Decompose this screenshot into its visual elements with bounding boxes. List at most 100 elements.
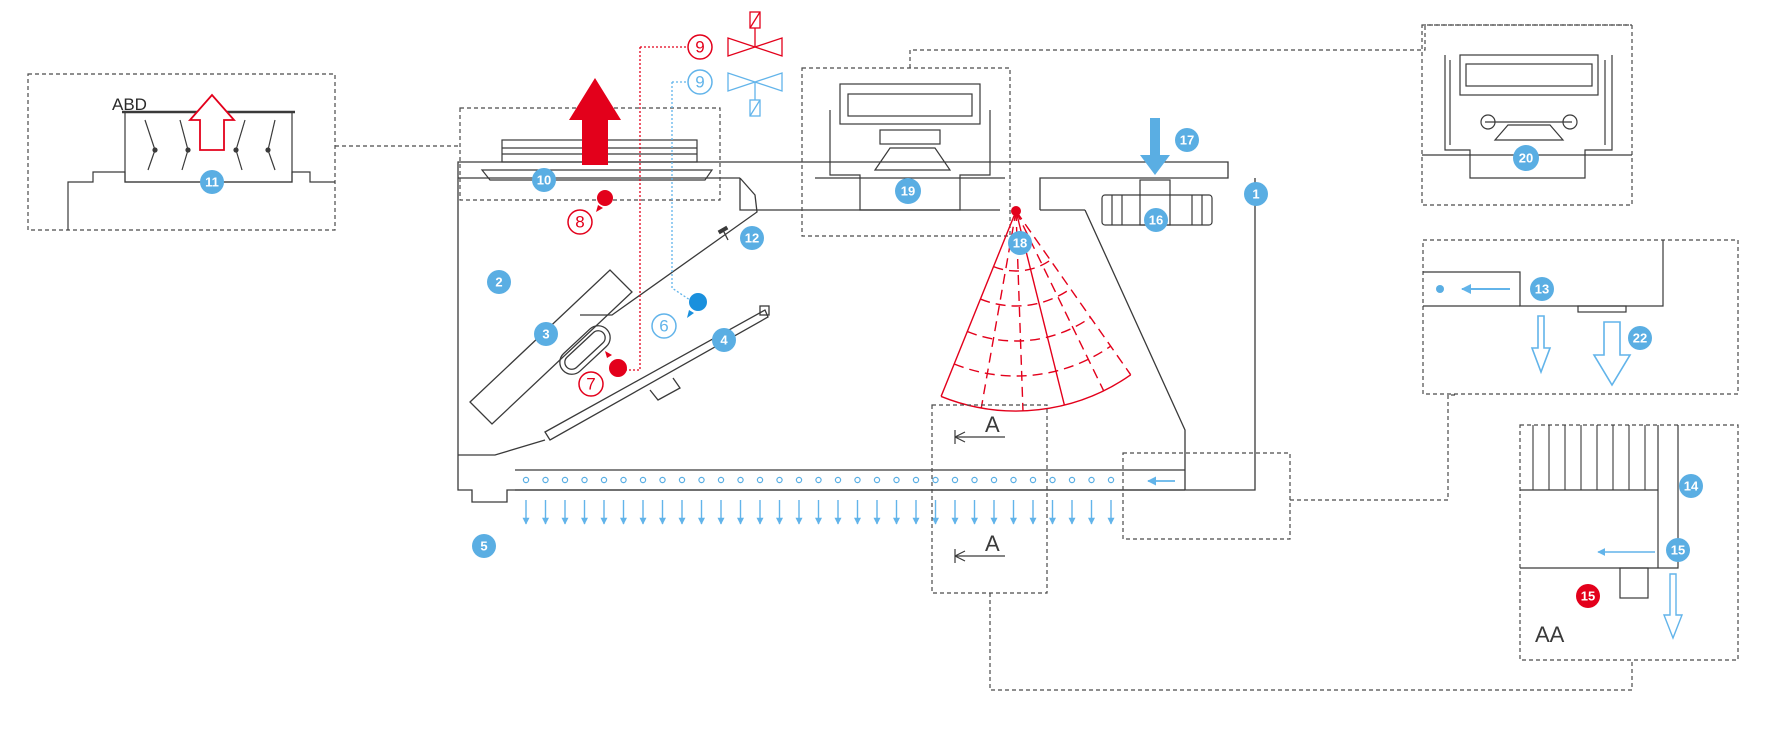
- supply-hole: [522, 476, 530, 484]
- supply-hole: [795, 476, 803, 484]
- blue-control-line: [671, 82, 691, 301]
- supply-hole: [581, 476, 588, 484]
- sensor-fan-arc: [953, 345, 1112, 377]
- section-a-bottom-marker: [954, 549, 1005, 563]
- svg-text:9: 9: [695, 38, 704, 57]
- supply-hole: [1088, 476, 1095, 484]
- svg-text:18: 18: [1013, 236, 1027, 251]
- supply-hole: [971, 476, 978, 484]
- detail-20-frame: [1421, 24, 1633, 206]
- supply-hole: [659, 476, 666, 484]
- exhaust-up-arrow-icon: [569, 78, 621, 165]
- supply-arrows-row: [522, 500, 1115, 525]
- detail-aa: 14 15 15 AA: [1519, 424, 1739, 661]
- badge-17: 17: [1175, 128, 1199, 152]
- badge-4: 4: [712, 328, 736, 352]
- filter-cassette: [469, 269, 633, 425]
- svg-text:9: 9: [695, 73, 704, 92]
- badge-8: 8: [567, 209, 593, 235]
- svg-text:11: 11: [205, 175, 219, 190]
- badge-9-red: 9: [687, 34, 713, 60]
- sensor-6: 6: [651, 293, 707, 339]
- supply-hole: [1049, 476, 1056, 484]
- fan-unit-19: [815, 83, 1005, 211]
- svg-text:22: 22: [1633, 331, 1647, 346]
- supply-hole: [854, 476, 861, 484]
- badge-9-blue: 9: [687, 69, 713, 95]
- badge-22: 22: [1628, 326, 1652, 350]
- section-a-bottom-label: A: [985, 531, 1000, 556]
- sensor-fan-arc: [967, 316, 1091, 342]
- badge-13: 13: [1530, 277, 1554, 301]
- supply-hole: [678, 476, 686, 484]
- badge-5: 5: [472, 534, 496, 558]
- svg-text:20: 20: [1519, 151, 1533, 166]
- red-control-line: [615, 47, 641, 371]
- nozzle-detail-frame: [1122, 452, 1291, 540]
- badge-15: 15: [1666, 538, 1690, 562]
- svg-text:7: 7: [586, 375, 595, 394]
- supply-hole: [561, 476, 569, 484]
- badge-14: 14: [1679, 474, 1703, 498]
- abd-label: ABD: [112, 95, 147, 114]
- badge-1: 1: [1244, 182, 1268, 206]
- svg-text:5: 5: [480, 539, 487, 554]
- sensor-fan-arc: [980, 288, 1071, 307]
- sensor-fan-ray: [1015, 210, 1132, 376]
- supply-down-arrow-icon: [1140, 118, 1170, 175]
- svg-text:1: 1: [1252, 187, 1259, 202]
- supply-hole: [893, 476, 900, 484]
- svg-text:15: 15: [1581, 589, 1595, 604]
- supply-hole: [620, 476, 627, 484]
- detail-abd-frame: [27, 73, 336, 231]
- supply-hole: [756, 476, 764, 484]
- svg-text:8: 8: [575, 213, 584, 232]
- supply-hole: [737, 476, 744, 484]
- large-down-arrow-icon: [1592, 321, 1632, 387]
- valve-red-icon: [727, 11, 783, 57]
- svg-text:3: 3: [542, 327, 549, 342]
- detail-abd-damper: ABD 11: [27, 73, 336, 231]
- badge-6: 6: [651, 313, 677, 339]
- detail-13-frame: [1422, 239, 1739, 395]
- sensor-fan-icon: [940, 210, 1132, 412]
- supply-hole: [951, 476, 959, 484]
- detail-20: 20: [1421, 24, 1633, 206]
- supply-hole: [1107, 476, 1115, 484]
- badge-18: 18: [1008, 231, 1032, 255]
- supply-hole: [698, 476, 705, 484]
- badge-11: 11: [200, 170, 224, 194]
- aa-label: AA: [1535, 622, 1565, 647]
- sensor-fan-arc: [993, 259, 1051, 272]
- sensor-fan-ray: [940, 210, 1017, 397]
- badge-10: 10: [532, 168, 556, 192]
- badge-3: 3: [534, 322, 558, 346]
- detail-13-22: 13 22: [1422, 239, 1739, 395]
- svg-text:10: 10: [537, 173, 551, 188]
- sensor-fan-arc: [940, 374, 1132, 412]
- section-a-top-marker: [954, 430, 1005, 444]
- supply-hole: [932, 476, 939, 484]
- badge-2: 2: [487, 270, 511, 294]
- nozzle-down-arrow-icon: [1530, 315, 1552, 375]
- valve-blue-icon: [727, 72, 783, 117]
- supply-hole: [1068, 476, 1076, 484]
- supply-hole: [834, 476, 842, 484]
- badge-12: 12: [740, 226, 764, 250]
- badge-19: 19: [895, 178, 921, 204]
- badge-7: 7: [578, 371, 604, 397]
- supply-hole: [990, 476, 998, 484]
- sash-panel: [544, 305, 770, 441]
- supply-hole: [1029, 476, 1037, 484]
- svg-text:14: 14: [1684, 479, 1699, 494]
- hood-top-plate: [457, 161, 1229, 179]
- svg-text:12: 12: [745, 231, 759, 246]
- svg-text:15: 15: [1671, 543, 1685, 558]
- supply-hole: [639, 476, 647, 484]
- svg-text:2: 2: [495, 275, 502, 290]
- svg-text:16: 16: [1149, 213, 1163, 228]
- svg-text:4: 4: [720, 333, 728, 348]
- supply-hole: [717, 476, 725, 484]
- abd-damper-blades: [144, 119, 276, 171]
